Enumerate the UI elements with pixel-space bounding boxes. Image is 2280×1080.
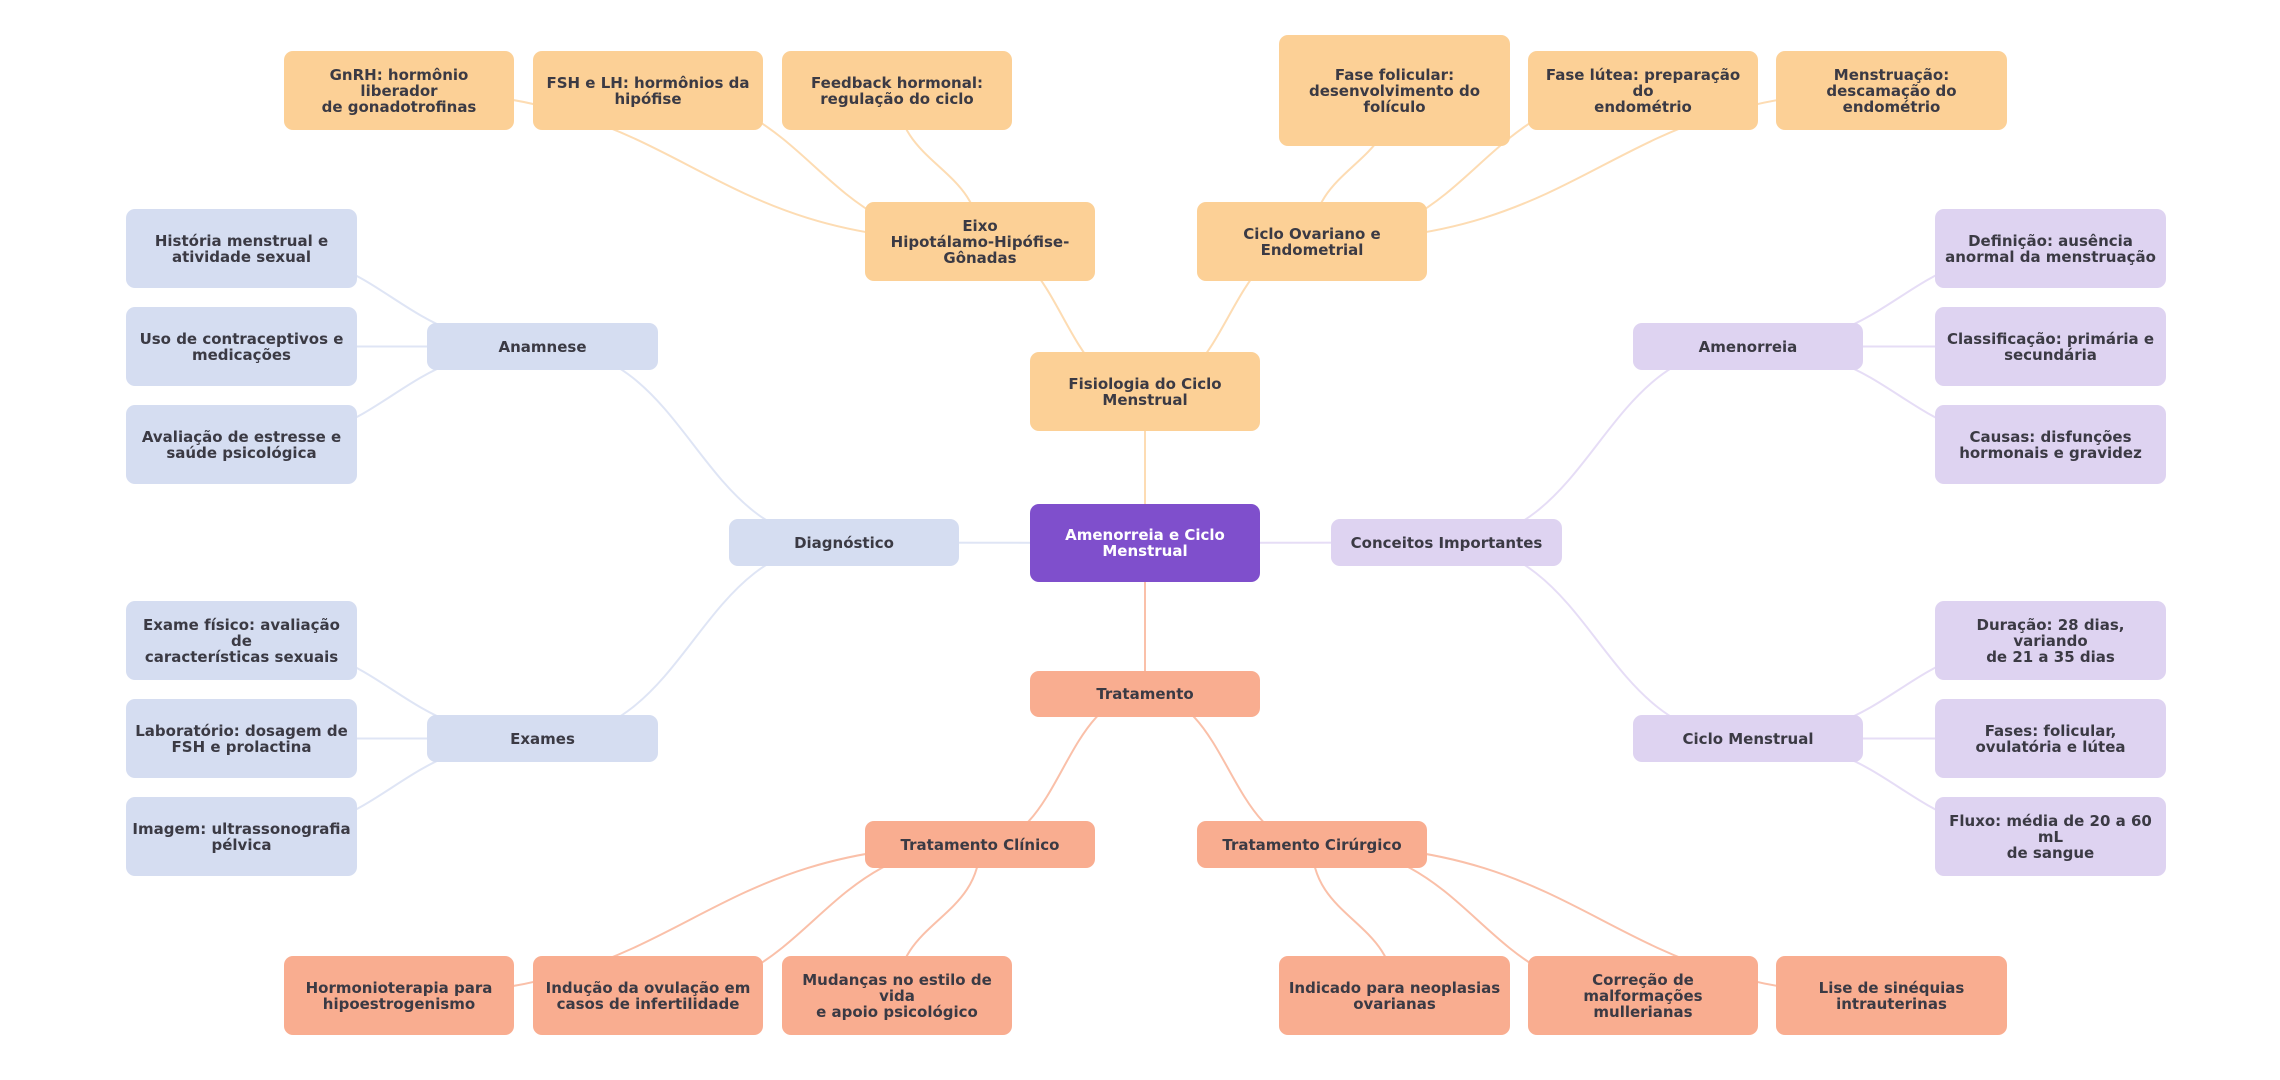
subbranch-ciclo-menstrual-label: Ciclo Menstrual: [1682, 729, 1814, 748]
leaf-menstruacao[interactable]: Menstruação: descamação do endométrio: [1776, 51, 2007, 130]
leaf-label: Definição: ausência anormal da menstruaç…: [1945, 231, 2156, 266]
leaf-label: Indução da ovulação em casos de infertil…: [545, 978, 751, 1013]
leaf-contraceptivos[interactable]: Uso de contraceptivos e medicações: [126, 307, 357, 386]
leaf-label: Fase lútea: preparação do endométrio: [1545, 65, 1741, 116]
leaf-gnrh[interactable]: GnRH: hormônio liberador de gonadotrofin…: [284, 51, 514, 130]
leaf-malformacoes-mullerianas[interactable]: Correção de malformações mullerianas: [1528, 956, 1758, 1035]
branch-fisiologia-label: Fisiologia do Ciclo Menstrual: [1068, 374, 1222, 409]
root-node-label: Amenorreia e Ciclo Menstrual: [1065, 526, 1225, 560]
leaf-label: Laboratório: dosagem de FSH e prolactina: [135, 721, 348, 756]
subbranch-ciclo-ovariano[interactable]: Ciclo Ovariano e Endometrial: [1197, 202, 1427, 281]
leaf-label: Fluxo: média de 20 a 60 mL de sangue: [1949, 811, 2152, 862]
subbranch-anamnese[interactable]: Anamnese: [427, 323, 658, 370]
branch-tratamento-label: Tratamento: [1096, 685, 1194, 703]
leaf-neoplasias-ovarianas[interactable]: Indicado para neoplasias ovarianas: [1279, 956, 1510, 1035]
leaf-label: Hormonioterapia para hipoestrogenismo: [305, 978, 493, 1013]
leaf-label: Menstruação: descamação do endométrio: [1826, 65, 1957, 116]
leaf-label: FSH e LH: hormônios da hipófise: [546, 73, 750, 108]
edge-diagnostico-exames: [542, 541, 845, 740]
edge-conceitos-amenorreia: [1446, 345, 1749, 544]
branch-diagnostico[interactable]: Diagnóstico: [729, 519, 959, 566]
leaf-imagem[interactable]: Imagem: ultrassonografia pélvica: [126, 797, 357, 876]
subbranch-exames-label: Exames: [510, 729, 575, 748]
leaf-duracao[interactable]: Duração: 28 dias, variando de 21 a 35 di…: [1935, 601, 2166, 680]
leaf-label: Classificação: primária e secundária: [1946, 329, 2155, 364]
leaf-label: Feedback hormonal: regulação do ciclo: [811, 73, 983, 108]
leaf-label: Duração: 28 dias, variando de 21 a 35 di…: [1976, 615, 2125, 666]
subbranch-amenorreia-label: Amenorreia: [1698, 337, 1798, 356]
leaf-label: GnRH: hormônio liberador de gonadotrofin…: [321, 65, 477, 116]
leaf-label: Fase folicular: desenvolvimento do folíc…: [1308, 65, 1481, 116]
leaf-label: Avaliação de estresse e saúde psicológic…: [141, 427, 342, 462]
leaf-exame-fisico[interactable]: Exame físico: avaliação de característic…: [126, 601, 357, 680]
leaf-label: Uso de contraceptivos e medicações: [139, 329, 344, 364]
leaf-label: História menstrual e atividade sexual: [154, 231, 329, 266]
leaf-label: Exame físico: avaliação de característic…: [143, 615, 340, 666]
leaf-label: Causas: disfunções hormonais e gravidez: [1959, 427, 2142, 462]
leaf-sinequias[interactable]: Lise de sinéquias intrauterinas: [1776, 956, 2007, 1035]
leaf-classificacao[interactable]: Classificação: primária e secundária: [1935, 307, 2166, 386]
leaf-fase-folicular[interactable]: Fase folicular: desenvolvimento do folíc…: [1279, 35, 1510, 146]
leaf-causas[interactable]: Causas: disfunções hormonais e gravidez: [1935, 405, 2166, 484]
leaf-fsh-lh[interactable]: FSH e LH: hormônios da hipófise: [533, 51, 763, 130]
leaf-label: Mudanças no estilo de vida e apoio psico…: [802, 970, 992, 1021]
subbranch-ciclo-ovariano-label: Ciclo Ovariano e Endometrial: [1243, 224, 1381, 259]
leaf-fases[interactable]: Fases: folicular, ovulatória e lútea: [1935, 699, 2166, 778]
leaf-inducao-ovulacao[interactable]: Indução da ovulação em casos de infertil…: [533, 956, 763, 1035]
subbranch-amenorreia[interactable]: Amenorreia: [1633, 323, 1863, 370]
subbranch-ciclo-menstrual[interactable]: Ciclo Menstrual: [1633, 715, 1863, 762]
leaf-fase-lutea[interactable]: Fase lútea: preparação do endométrio: [1528, 51, 1758, 130]
subbranch-anamnese-label: Anamnese: [498, 337, 587, 356]
root-node[interactable]: Amenorreia e Ciclo Menstrual: [1030, 504, 1260, 582]
leaf-label: Indicado para neoplasias ovarianas: [1288, 978, 1501, 1013]
branch-conceitos-label: Conceitos Importantes: [1350, 533, 1543, 552]
leaf-definicao[interactable]: Definição: ausência anormal da menstruaç…: [1935, 209, 2166, 288]
edge-conceitos-ciclo-menstrual: [1446, 541, 1749, 740]
branch-conceitos-importantes[interactable]: Conceitos Importantes: [1331, 519, 1562, 566]
edge-diagnostico-anamnese: [542, 345, 845, 544]
subbranch-cirurgico-label: Tratamento Cirúrgico: [1222, 835, 1402, 854]
leaf-label: Imagem: ultrassonografia pélvica: [132, 819, 351, 854]
leaf-label: Fases: folicular, ovulatória e lútea: [1975, 721, 2126, 756]
leaf-estilo-de-vida[interactable]: Mudanças no estilo de vida e apoio psico…: [782, 956, 1012, 1035]
leaf-feedback-hormonal[interactable]: Feedback hormonal: regulação do ciclo: [782, 51, 1012, 130]
leaf-historia-menstrual[interactable]: História menstrual e atividade sexual: [126, 209, 357, 288]
branch-diagnostico-label: Diagnóstico: [794, 533, 894, 552]
leaf-label: Lise de sinéquias intrauterinas: [1818, 978, 1965, 1013]
subbranch-clinico-label: Tratamento Clínico: [900, 835, 1060, 854]
subbranch-tratamento-clinico[interactable]: Tratamento Clínico: [865, 821, 1095, 868]
leaf-label: Correção de malformações mullerianas: [1583, 970, 1703, 1021]
subbranch-eixo[interactable]: Eixo Hipotálamo-Hipófise-Gônadas: [865, 202, 1095, 281]
leaf-fluxo[interactable]: Fluxo: média de 20 a 60 mL de sangue: [1935, 797, 2166, 876]
subbranch-eixo-label: Eixo Hipotálamo-Hipófise-Gônadas: [890, 216, 1070, 267]
subbranch-tratamento-cirurgico[interactable]: Tratamento Cirúrgico: [1197, 821, 1427, 868]
leaf-laboratorio[interactable]: Laboratório: dosagem de FSH e prolactina: [126, 699, 357, 778]
leaf-estresse[interactable]: Avaliação de estresse e saúde psicológic…: [126, 405, 357, 484]
leaf-hormonioterapia[interactable]: Hormonioterapia para hipoestrogenismo: [284, 956, 514, 1035]
subbranch-exames[interactable]: Exames: [427, 715, 658, 762]
branch-fisiologia[interactable]: Fisiologia do Ciclo Menstrual: [1030, 352, 1260, 431]
branch-tratamento[interactable]: Tratamento: [1030, 671, 1260, 717]
